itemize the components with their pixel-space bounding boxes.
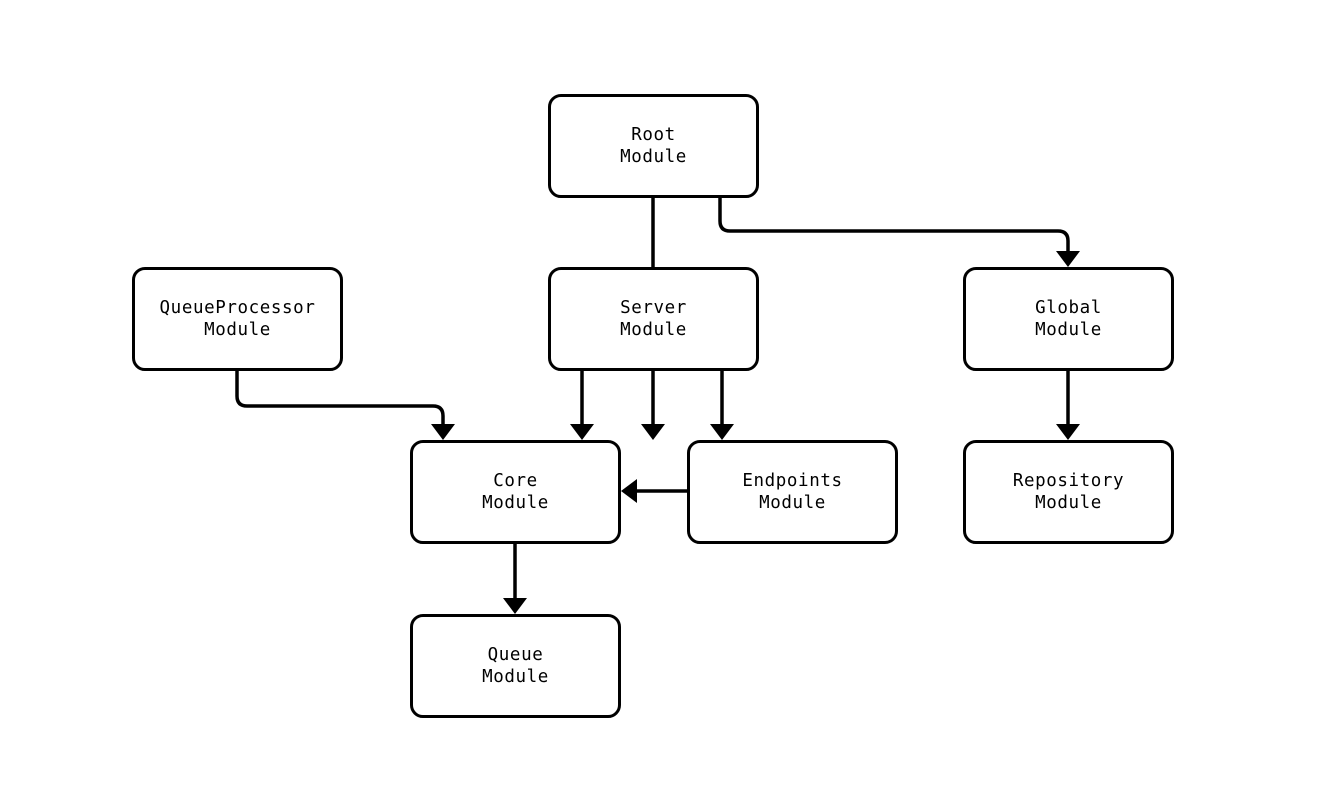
edge-line (718, 198, 1070, 252)
node-label-primary: Endpoints (742, 471, 843, 491)
arrowhead-icon (431, 424, 455, 440)
edge-global-repository (1056, 371, 1080, 440)
node-label-primary: Queue (487, 645, 544, 665)
arrowhead-icon (621, 479, 637, 503)
node-label-primary: Global (1035, 298, 1102, 318)
arrowhead-icon (570, 424, 594, 440)
edge-queueprocessor-core (235, 371, 455, 440)
node-label-primary: Repository (1012, 471, 1125, 491)
edge-root-global (718, 198, 1080, 267)
edge-server-core (570, 371, 594, 440)
arrowhead-icon (1056, 251, 1080, 267)
arrowhead-icon (710, 424, 734, 440)
arrowhead-icon (503, 598, 527, 614)
edge-endpoints-core (621, 479, 687, 503)
arrowhead-icon (641, 424, 665, 440)
edge-core-queue (503, 544, 527, 614)
node-label-primary: Root (631, 125, 676, 145)
node-label-secondary: Module (620, 320, 687, 340)
node-label-secondary: Module (482, 667, 549, 687)
node-label-primary: Server (620, 298, 687, 318)
node-label-secondary: Module (1035, 320, 1102, 340)
node-label-secondary: Module (759, 493, 826, 513)
node-label-secondary: Module (1035, 493, 1102, 513)
arrowhead-icon (1056, 424, 1080, 440)
node-label-secondary: Module (204, 320, 271, 340)
edge-line (235, 371, 445, 425)
node-label-primary: Core (493, 471, 538, 491)
node-label-secondary: Module (620, 147, 687, 167)
node-label-primary: QueueProcessor (159, 298, 316, 318)
node-label-secondary: Module (482, 493, 549, 513)
edge-server-endpoints (710, 371, 734, 440)
